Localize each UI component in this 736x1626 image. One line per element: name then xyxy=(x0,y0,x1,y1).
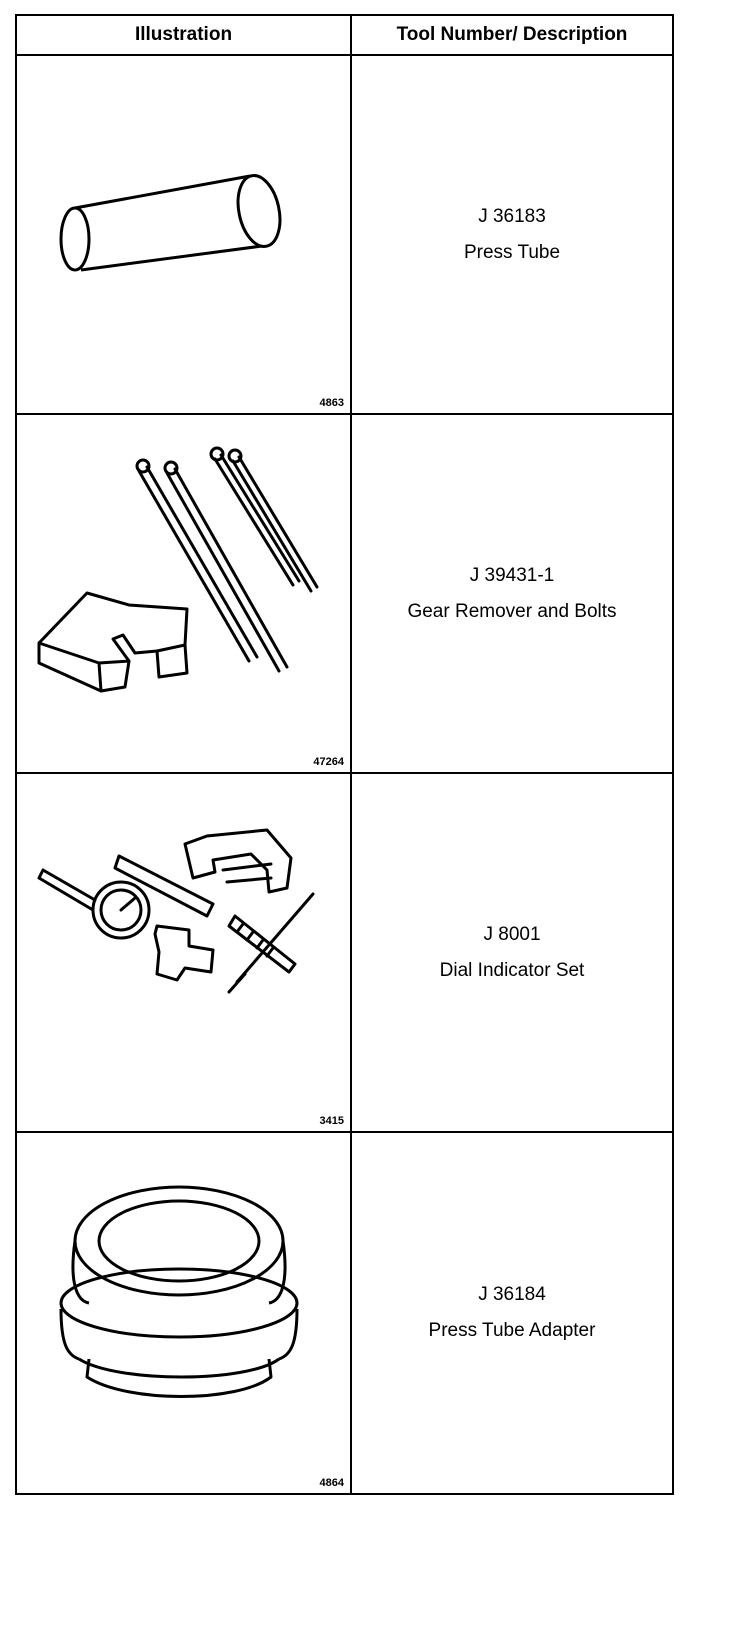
row-divider xyxy=(17,1131,672,1133)
press-tube-icon xyxy=(59,174,282,272)
row-divider xyxy=(17,413,672,415)
tool-description-cell: J 8001 Dial Indicator Set xyxy=(352,774,672,1131)
tool-description: Dial Indicator Set xyxy=(439,959,585,981)
tool-description: Press Tube xyxy=(463,241,561,263)
tool-number: J 36184 xyxy=(478,1284,546,1305)
illustration-cell: 4864 xyxy=(17,1133,350,1493)
press-tube-adapter-icon xyxy=(59,1185,299,1398)
figure-number: 3415 xyxy=(319,1115,344,1127)
tool-table: Illustration Tool Number/ Description 48… xyxy=(15,14,674,1495)
tool-description: Press Tube Adapter xyxy=(428,1320,596,1341)
tool-description-cell: J 39431-1 Gear Remover and Bolts xyxy=(352,415,672,772)
table-row: 4863 J 36183 Press Tube xyxy=(17,56,672,413)
table-row: 3415 J 8001 Dial Indicator Set xyxy=(17,774,672,1131)
illustration-cell: 3415 xyxy=(17,774,350,1131)
tool-number: J 39431-1 xyxy=(469,564,555,586)
row-divider xyxy=(17,772,672,774)
tool-number: J 8001 xyxy=(483,923,541,945)
figure-number: 4864 xyxy=(319,1477,344,1489)
gear-remover-bolts-icon xyxy=(37,446,319,693)
illustration-cell: 4863 xyxy=(17,56,350,413)
tool-description-cell: J 36183 Press Tube xyxy=(352,56,672,413)
dial-indicator-set-icon xyxy=(37,828,315,994)
header-divider xyxy=(17,54,672,56)
column-divider xyxy=(350,16,352,1493)
table-row: 4864 J 36184 Press Tube Adapter xyxy=(17,1133,672,1493)
header-illustration: Illustration xyxy=(134,24,233,45)
tool-description-cell: J 36184 Press Tube Adapter xyxy=(352,1133,672,1493)
tool-description: Gear Remover and Bolts xyxy=(407,600,617,622)
figure-number: 47264 xyxy=(313,756,344,768)
table-row: 47264 J 39431-1 Gear Remover and Bolts xyxy=(17,415,672,772)
illustration-cell: 47264 xyxy=(17,415,350,772)
header-tool-description: Tool Number/ Description xyxy=(396,24,628,45)
figure-number: 4863 xyxy=(319,397,344,409)
tool-number: J 36183 xyxy=(478,205,546,227)
